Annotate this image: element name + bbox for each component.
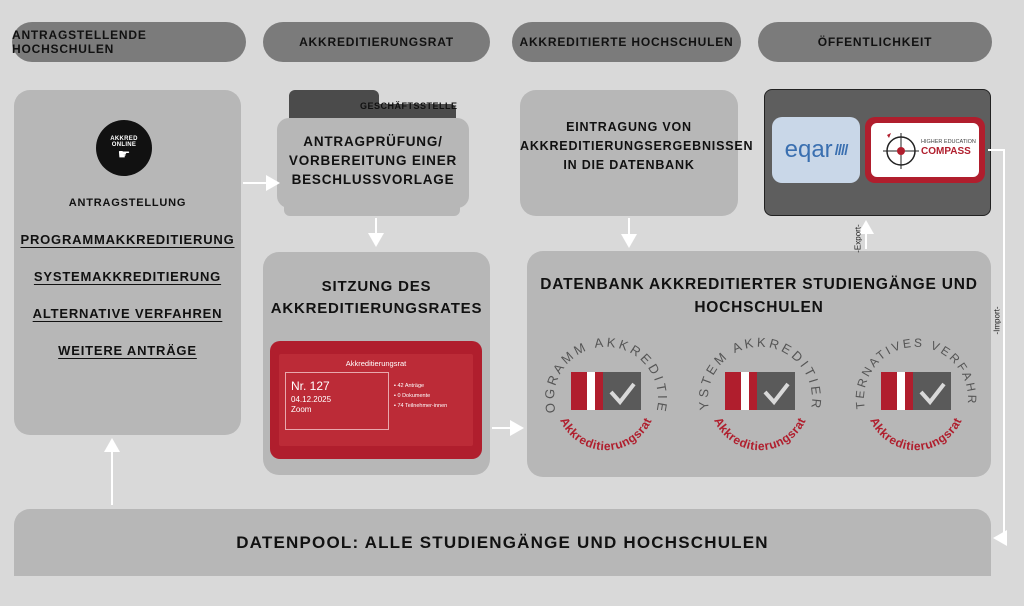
check-icon <box>763 382 790 406</box>
arrow-import <box>988 149 1007 546</box>
folder-bottom-page <box>284 206 460 216</box>
meeting-stat-documents: 0 Dokumente <box>397 393 431 399</box>
application-title: Antragstellung <box>68 197 187 209</box>
meeting-stat-applications: 42 Anträge <box>397 383 425 389</box>
meeting-stat-participants: 74 Teilnehmer-innen <box>397 403 448 409</box>
meeting-stats: ▪ 42 Anträge ▪ 0 Dokumente ▪ 74 Teilnehm… <box>394 381 447 411</box>
application-panel: AKKRED ONLINE ☛ Antragstellung Programma… <box>14 90 241 435</box>
cursor-icon: ☛ <box>117 146 131 162</box>
folder-line-2: Vorbereitung einer <box>288 153 458 168</box>
meeting-number: Nr. 127 <box>291 379 330 393</box>
badge-line-1: AKKRED <box>110 136 138 142</box>
link-programmakkreditierung[interactable]: Programmakkreditierung <box>20 232 235 247</box>
seal-system: SYSTEM AKKREDITIERT Akkreditierungsrat <box>685 314 821 453</box>
entry-line-1: Eintragung von <box>566 120 692 134</box>
link-alternative-verfahren[interactable]: Alternative Verfahren <box>32 306 223 321</box>
data-pool-title: Datenpool: Alle Studiengänge und Hochsch… <box>236 532 769 552</box>
file-icon: ▪ <box>394 393 396 399</box>
session-line-2: Akkreditierungsrates <box>270 300 483 317</box>
akkred-online-badge[interactable]: AKKRED ONLINE ☛ <box>96 120 152 176</box>
compass-logo[interactable]: HIGHER EDUCATION COMPASS <box>865 117 985 183</box>
compass-big-text: COMPASS <box>921 146 971 157</box>
header-accredited: Akkreditierte Hochschulen <box>512 22 741 62</box>
entry-line-2: Akkreditierungsergebnissen <box>520 139 754 153</box>
folder-line-3: Beschlussvorlage <box>291 172 455 187</box>
data-pool-bar: Datenpool: Alle Studiengänge und Hochsch… <box>14 509 991 576</box>
database-line-1: Datenbank akkreditierter Studiengänge un… <box>540 276 978 293</box>
meeting-mode: Zoom <box>291 405 312 414</box>
eqar-logo-text: eqar <box>784 136 833 163</box>
folder-line-1: Antragprüfung/ <box>303 134 443 149</box>
meeting-info-box: Nr. 127 04.12.2025 Zoom <box>285 372 389 430</box>
link-systemakkreditierung[interactable]: Systemakkreditierung <box>33 269 222 284</box>
database-line-2: Hochschulen <box>694 299 824 316</box>
meeting-date: 04.12.2025 <box>291 395 332 404</box>
eqar-logo[interactable]: eqar //// <box>772 117 860 183</box>
public-panel: eqar //// HIGHER EDUCATION COMPASS <box>764 89 991 216</box>
meeting-card-title: Akkreditierungsrat <box>345 359 407 368</box>
compass-small-text: HIGHER EDUCATION <box>921 139 976 145</box>
database-panel: Datenbank akkreditierter Studiengänge un… <box>527 251 991 477</box>
session-line-1: Sitzung des <box>321 278 432 295</box>
compass-icon <box>883 133 919 169</box>
check-icon <box>919 382 946 406</box>
eqar-stripes-icon: //// <box>834 141 849 159</box>
check-icon <box>609 382 636 406</box>
doc-icon: ▪ <box>394 383 396 389</box>
entry-line-3: in die Datenbank <box>563 158 695 172</box>
header-applicants: Antragstellende Hochschulen <box>12 22 246 62</box>
seal-alternativ: ALTERNATIVES VERFAHREN Akkreditierungsra… <box>841 314 977 453</box>
import-label-wrap: -Import- <box>990 300 1004 340</box>
people-icon: ▪ <box>394 403 396 409</box>
export-label: -Export- <box>853 223 863 253</box>
folder-tab-label: Geschäftsstelle <box>360 101 458 111</box>
meeting-card[interactable]: Akkreditierungsrat Nr. 127 04.12.2025 Zo… <box>270 341 482 459</box>
export-label-wrap: -Export- <box>851 224 865 252</box>
import-label: -Import- <box>992 306 1002 334</box>
entry-panel: Eintragung von Akkreditierungsergebnisse… <box>520 90 754 216</box>
header-public: Öffentlichkeit <box>758 22 992 62</box>
seal-programm: PROGRAMM AKKREDITIERT Akkreditierungsrat <box>531 314 667 453</box>
badge-line-2: ONLINE <box>111 142 137 148</box>
link-weitere-antraege[interactable]: Weitere Anträge <box>58 343 197 358</box>
header-council: Akkreditierungsrat <box>263 22 490 62</box>
folder-front: Antragprüfung/ Vorbereitung einer Beschl… <box>277 118 469 208</box>
